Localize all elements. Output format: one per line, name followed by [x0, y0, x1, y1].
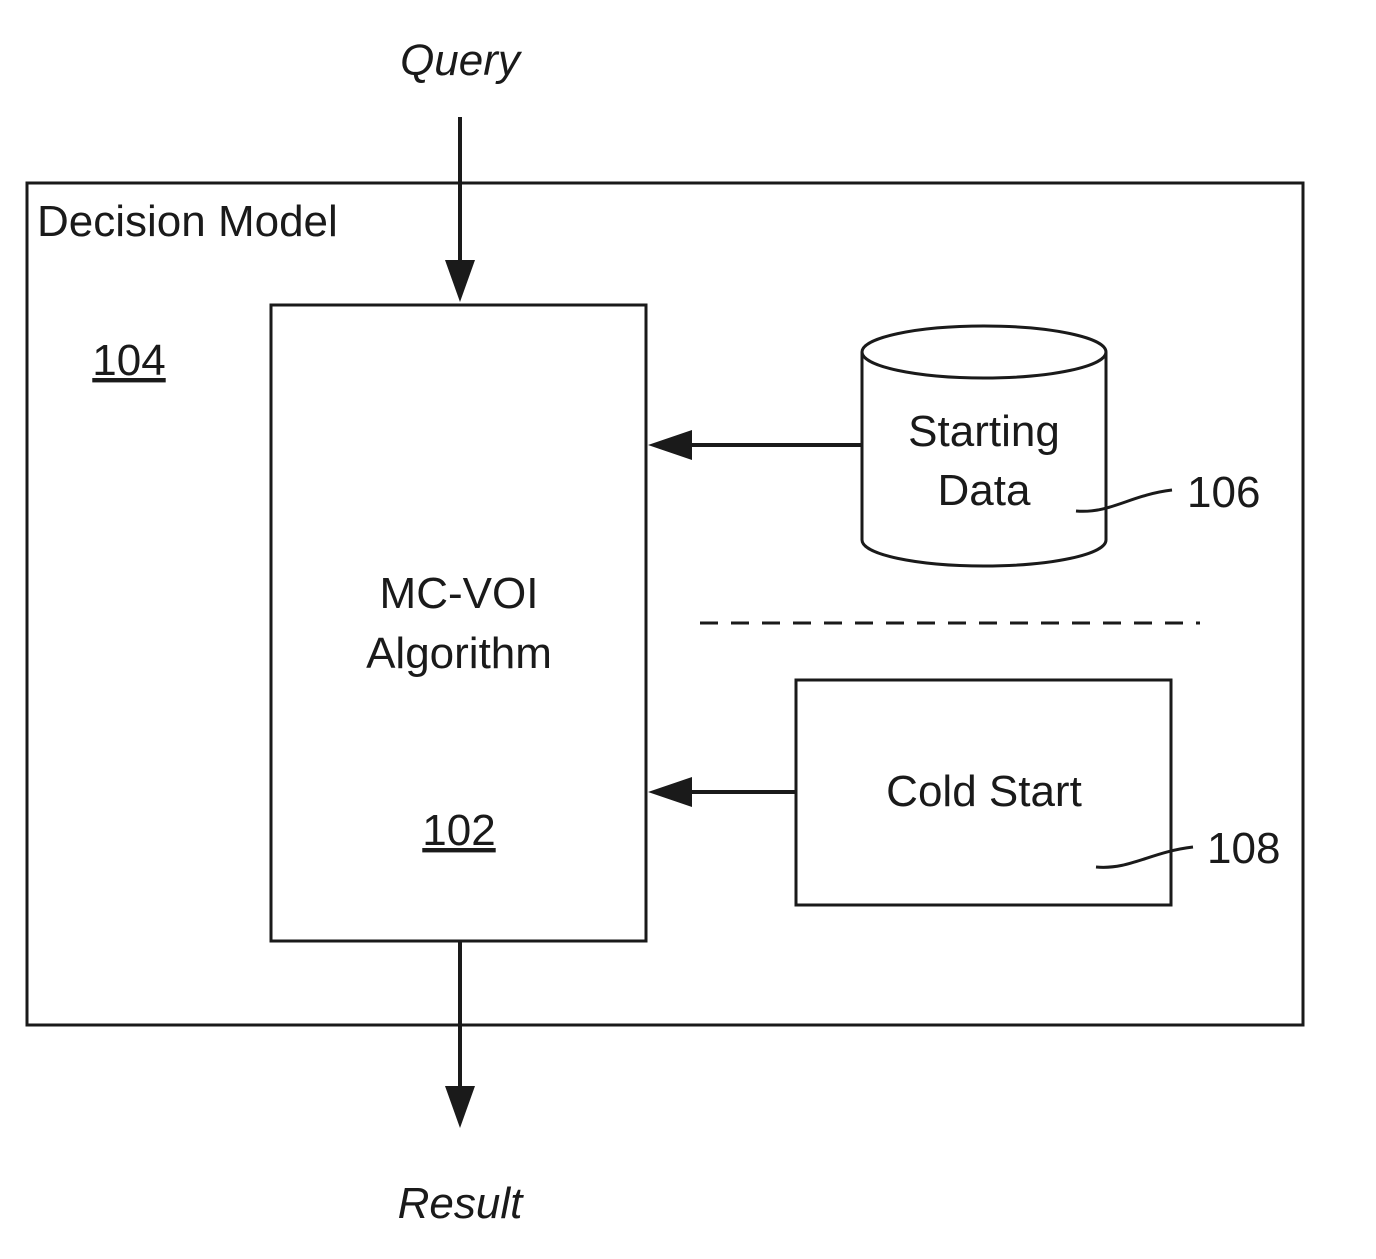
cold-start-ref: 108	[1207, 824, 1280, 873]
starting-data-label-line1: Starting	[908, 407, 1060, 456]
decision-model-ref: 104	[92, 336, 165, 385]
query-label: Query	[400, 36, 523, 85]
algorithm-ref: 102	[422, 806, 495, 855]
decision-model-box	[27, 183, 1303, 1025]
result-arrow	[445, 941, 475, 1128]
cold-start-label: Cold Start	[886, 767, 1082, 816]
cold-start-arrow	[648, 777, 796, 807]
cold-start-leader-line	[1096, 847, 1193, 867]
starting-data-arrow	[648, 430, 862, 460]
starting-data-ref: 106	[1187, 468, 1260, 517]
decision-model-title: Decision Model	[37, 197, 338, 246]
algorithm-label-line1: MC-VOI	[380, 569, 539, 618]
starting-data-label-line2: Data	[938, 466, 1031, 515]
starting-data-leader-line	[1076, 490, 1172, 511]
algorithm-label-line2: Algorithm	[366, 629, 552, 678]
query-arrow	[445, 117, 475, 302]
result-label: Result	[398, 1179, 524, 1228]
